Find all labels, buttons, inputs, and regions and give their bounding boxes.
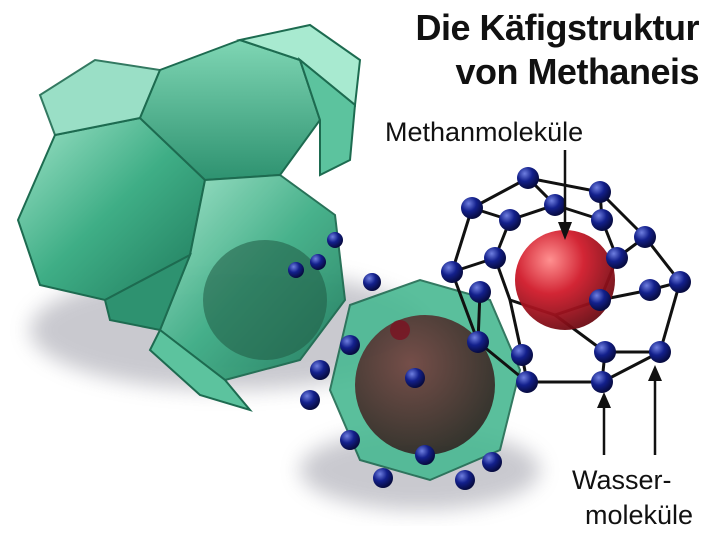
methane-molecules-label: Methanmoleküle <box>385 117 584 147</box>
water-molecules-label-line-2: moleküle <box>585 500 694 530</box>
methane-molecule-main <box>515 230 615 330</box>
water-molecules <box>288 167 691 490</box>
water-molecules-label-line-1: Wasser- <box>572 465 672 495</box>
title-line-2: von Methaneis <box>455 51 699 92</box>
annotation-arrows <box>558 150 662 455</box>
title-line-1: Die Käfigstruktur <box>415 7 699 48</box>
green-cage-cluster <box>16 23 362 412</box>
